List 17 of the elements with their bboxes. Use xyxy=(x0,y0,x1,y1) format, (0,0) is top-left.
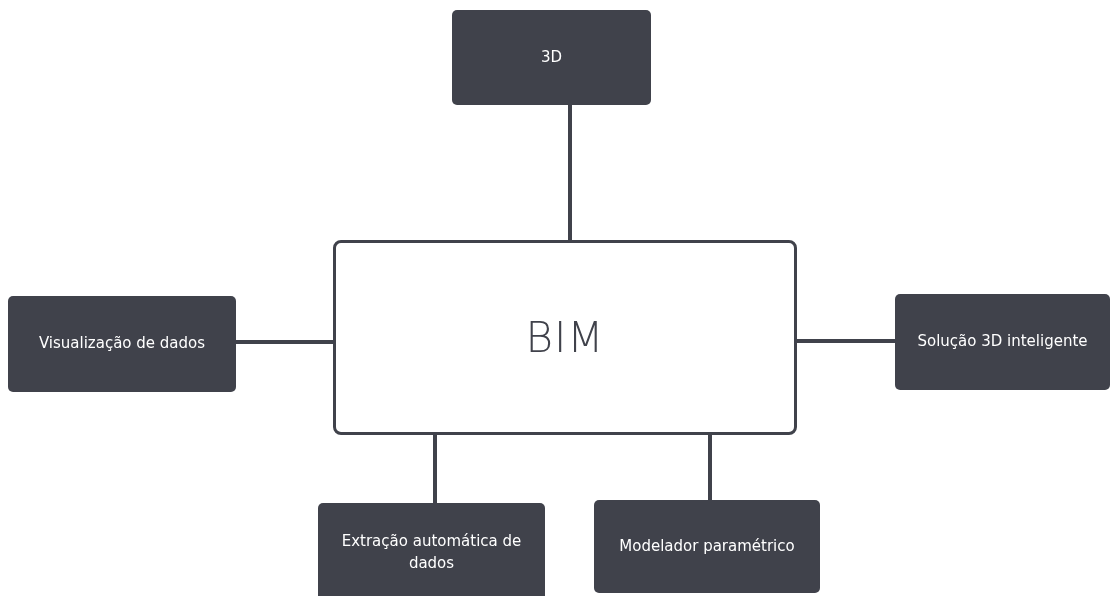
process-box xyxy=(318,503,545,596)
process-box xyxy=(452,10,651,105)
central-box xyxy=(333,240,797,435)
node-label: Modelador paramétrico xyxy=(619,535,795,557)
process-box xyxy=(8,296,236,392)
connector-line xyxy=(433,435,437,503)
node-label: BIM xyxy=(525,313,605,362)
process-box xyxy=(895,294,1110,390)
connector-line xyxy=(797,339,895,343)
connector-line xyxy=(236,340,333,344)
process-box xyxy=(594,500,820,593)
node-label: Solução 3D inteligente xyxy=(917,331,1088,353)
node-label: 3D xyxy=(540,46,563,68)
node-label: Visualização de dados xyxy=(38,333,206,355)
connector-line xyxy=(708,435,712,500)
connector-line xyxy=(568,105,572,240)
node-label: Extração automática de dados xyxy=(340,531,523,574)
